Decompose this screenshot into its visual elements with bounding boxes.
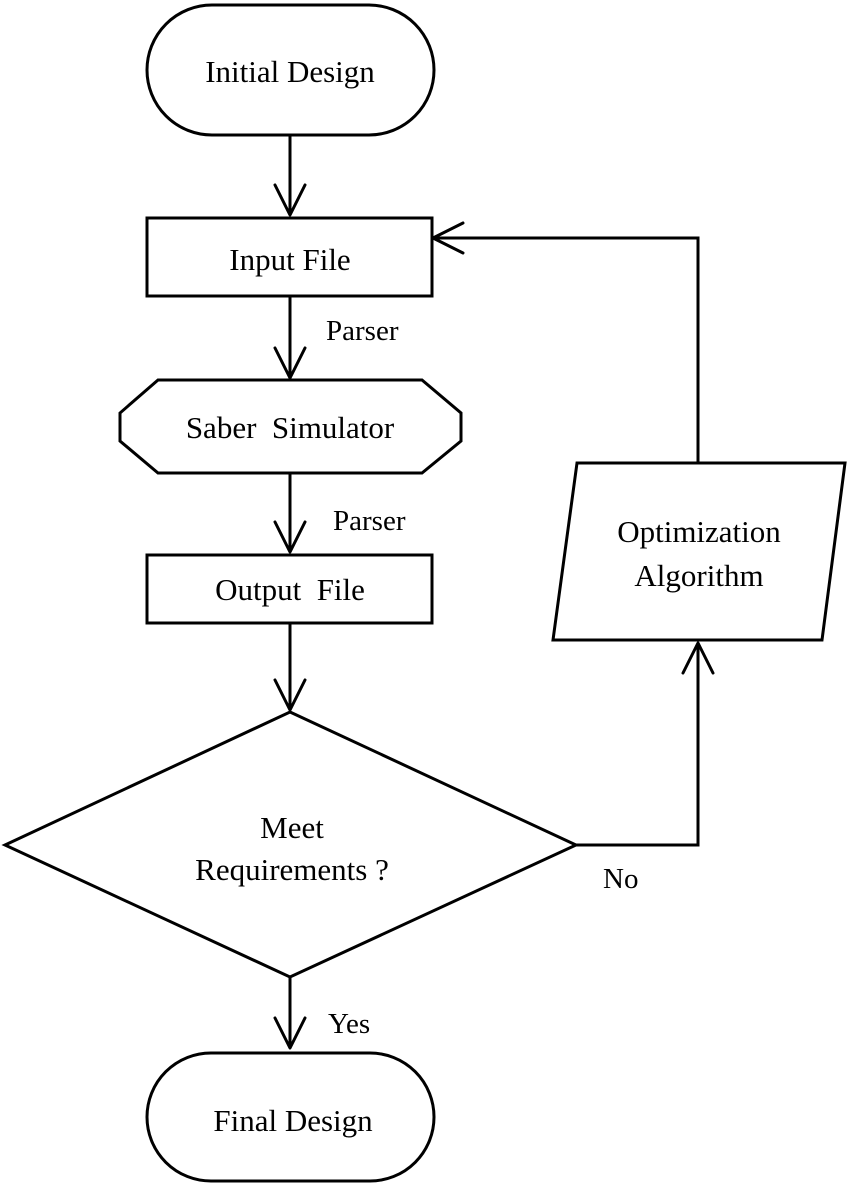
- nodes: Initial Design Input File Saber Simulato…: [1, 3, 847, 1183]
- meet-requirements-label-line1: Meet: [260, 810, 324, 845]
- no-label: No: [603, 863, 638, 895]
- parser-label-1: Parser: [326, 315, 399, 347]
- final-design-label: Final Design: [213, 1103, 373, 1138]
- arrowhead-output-file: [273, 520, 307, 554]
- arrowhead-final-design: [273, 1016, 307, 1050]
- saber-simulator-octagon: [118, 378, 463, 475]
- arrowhead-saber-simulator: [273, 346, 307, 380]
- saber-simulator-label: Saber Simulator: [186, 410, 395, 445]
- edge-decision-to-optimization: [576, 643, 700, 847]
- input-file-label: Input File: [229, 242, 350, 277]
- edge-labels: Parser Parser No Yes: [326, 315, 638, 1040]
- optimization-algorithm-parallelogram: [551, 461, 847, 642]
- initial-design-terminator: [145, 3, 436, 137]
- meet-requirements-decision: [1, 710, 580, 979]
- arrowhead-decision: [273, 678, 307, 712]
- yes-label: Yes: [328, 1008, 370, 1040]
- final-design-terminator: [145, 1051, 436, 1183]
- parser-label-2: Parser: [333, 505, 406, 537]
- output-file-label: Output File: [215, 572, 365, 607]
- arrowhead-optimization: [681, 641, 715, 675]
- optimization-algorithm-label-line2: Algorithm: [634, 558, 763, 593]
- output-file-box: [145, 553, 434, 625]
- edge-optimization-to-input: [433, 236, 700, 463]
- arrowhead-input-file: [273, 183, 307, 217]
- input-file-box: [145, 216, 434, 298]
- meet-requirements-label-line2: Requirements ?: [195, 852, 389, 887]
- optimization-algorithm-label-line1: Optimization: [617, 514, 781, 549]
- initial-design-label: Initial Design: [205, 54, 375, 89]
